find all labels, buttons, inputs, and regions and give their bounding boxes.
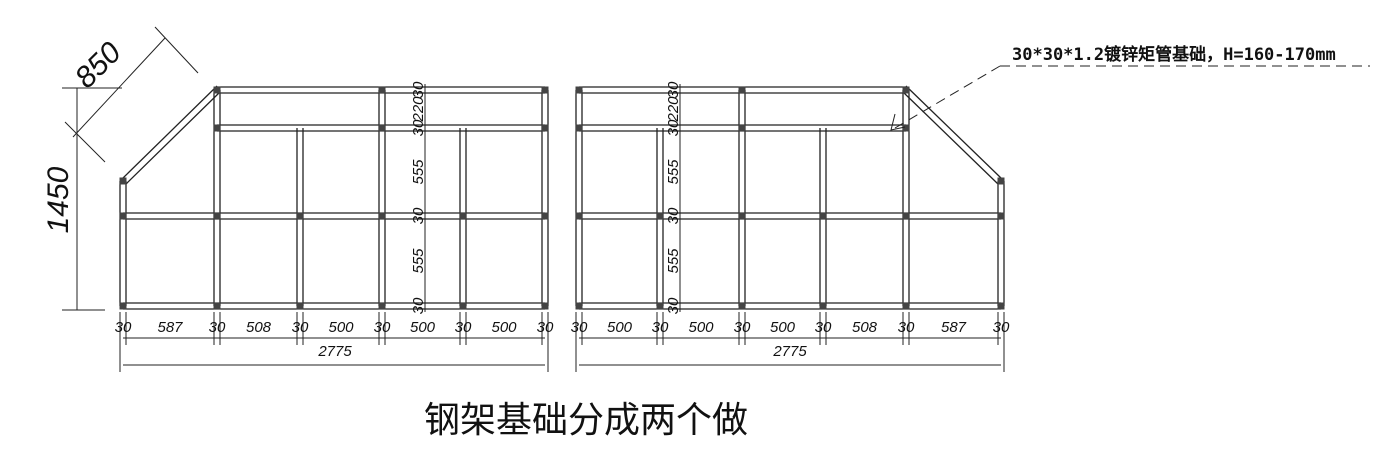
joint-node bbox=[378, 86, 386, 94]
joint-node bbox=[213, 212, 221, 220]
joint-node bbox=[378, 212, 386, 220]
height-dimension-label: 30 bbox=[410, 119, 427, 136]
height-dimension-label: 555 bbox=[410, 248, 427, 274]
width-dimension-label: 30 bbox=[734, 319, 751, 336]
joint-node bbox=[213, 124, 221, 132]
joint-node bbox=[656, 212, 664, 220]
width-dimension-label: 500 bbox=[688, 319, 714, 336]
joint-node bbox=[541, 212, 549, 220]
joint-node bbox=[119, 302, 127, 310]
width-dimension-label: 508 bbox=[852, 319, 878, 336]
joint-node bbox=[575, 212, 583, 220]
joint-node bbox=[459, 212, 467, 220]
joint-node bbox=[902, 124, 910, 132]
joint-node bbox=[296, 212, 304, 220]
height-dimension-label: 30 bbox=[410, 81, 427, 98]
height-dimension-label: 220 bbox=[665, 96, 682, 123]
height-dimension-label: 555 bbox=[665, 159, 682, 185]
width-dimension-label: 30 bbox=[374, 319, 391, 336]
height-dimension-label: 30 bbox=[665, 207, 682, 224]
joint-node bbox=[902, 86, 910, 94]
drawing-caption: 钢架基础分成两个做 bbox=[424, 400, 748, 441]
width-dimension-label: 30 bbox=[455, 319, 472, 336]
slant-dimension-label: 850 bbox=[69, 36, 128, 95]
joint-node bbox=[296, 302, 304, 310]
joint-node bbox=[738, 86, 746, 94]
width-dimension-label: 30 bbox=[292, 319, 309, 336]
width-dimension-label: 30 bbox=[571, 319, 588, 336]
width-dimension-label: 500 bbox=[770, 319, 796, 336]
joint-node bbox=[575, 124, 583, 132]
joint-node bbox=[819, 302, 827, 310]
width-dimension-label: 500 bbox=[410, 319, 436, 336]
width-dimension-label: 500 bbox=[328, 319, 354, 336]
width-dimension-label: 30 bbox=[652, 319, 669, 336]
joint-node bbox=[738, 302, 746, 310]
joint-node bbox=[997, 212, 1005, 220]
joint-node bbox=[378, 124, 386, 132]
leader-arrow bbox=[890, 113, 906, 131]
joint-node bbox=[902, 212, 910, 220]
joint-node bbox=[575, 302, 583, 310]
width-dimension-label: 30 bbox=[993, 319, 1010, 336]
joint-node bbox=[541, 302, 549, 310]
joint-node bbox=[997, 177, 1005, 185]
joint-node bbox=[819, 212, 827, 220]
tube-slanted bbox=[905, 85, 1002, 179]
joint-node bbox=[213, 302, 221, 310]
material-annotation: 30*30*1.2镀锌矩管基础，H=160-170mm bbox=[1012, 44, 1336, 65]
height-dimension-label: 30 bbox=[665, 297, 682, 314]
joint-node bbox=[459, 302, 467, 310]
right-total-width-label: 2775 bbox=[772, 343, 807, 360]
joint-node bbox=[119, 177, 127, 185]
joint-node bbox=[738, 212, 746, 220]
width-dimension-label: 508 bbox=[246, 319, 272, 336]
tube-slanted bbox=[125, 91, 221, 185]
joint-node bbox=[902, 302, 910, 310]
width-dimension-label: 30 bbox=[815, 319, 832, 336]
width-dimension-label: 30 bbox=[115, 319, 132, 336]
width-dimension-label: 30 bbox=[898, 319, 915, 336]
width-dimension-label: 500 bbox=[607, 319, 633, 336]
height-dimension-label: 220 bbox=[410, 96, 427, 123]
width-dimension-label: 30 bbox=[537, 319, 554, 336]
height-dimension-label: 555 bbox=[410, 159, 427, 185]
height-dimension-label: 1450 bbox=[42, 166, 75, 233]
joint-node bbox=[997, 302, 1005, 310]
height-dimension-label: 30 bbox=[410, 207, 427, 224]
joint-node bbox=[541, 86, 549, 94]
joint-node bbox=[738, 124, 746, 132]
width-dimension-label: 587 bbox=[941, 319, 967, 336]
width-dimension-label: 30 bbox=[209, 319, 226, 336]
leader-line bbox=[894, 65, 1001, 129]
slant-dimension-line bbox=[72, 37, 166, 138]
joint-node bbox=[656, 302, 664, 310]
left-total-width-label: 2775 bbox=[317, 343, 352, 360]
joint-node bbox=[213, 86, 221, 94]
joint-node bbox=[119, 212, 127, 220]
height-dimension-label: 30 bbox=[665, 119, 682, 136]
width-dimension-label: 500 bbox=[491, 319, 517, 336]
height-dimension-label: 555 bbox=[665, 248, 682, 274]
joint-node bbox=[378, 302, 386, 310]
extension-line bbox=[64, 121, 106, 163]
tube-slanted bbox=[122, 85, 218, 179]
width-dimension-label: 587 bbox=[157, 319, 183, 336]
joint-node bbox=[541, 124, 549, 132]
tube-slanted bbox=[902, 91, 999, 185]
height-dimension-label: 30 bbox=[665, 81, 682, 98]
frame-geometry bbox=[119, 85, 1005, 310]
joint-node bbox=[575, 86, 583, 94]
extension-line bbox=[154, 26, 199, 74]
height-dimension-label: 30 bbox=[410, 297, 427, 314]
